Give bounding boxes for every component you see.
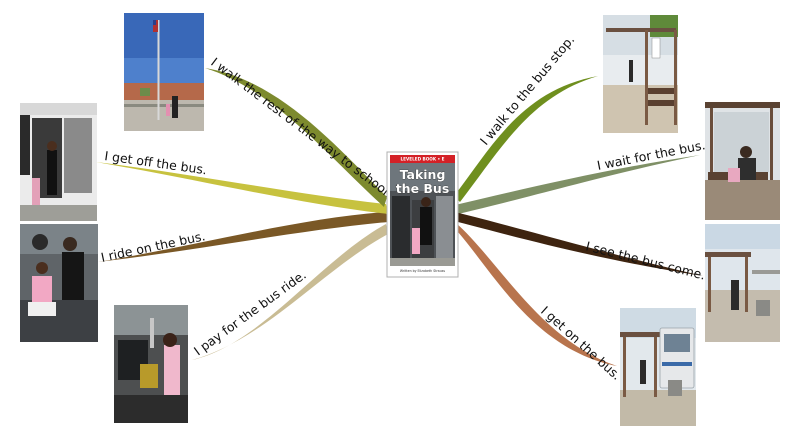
photo-get-off [20,103,97,221]
branch-label-see-bus: I see the bus come. [584,238,707,282]
branch-ribbon-pay [192,224,388,360]
branch-label-walk-to-school: I walk the rest of the way to school. [208,54,395,200]
book-cover: LEVELED BOOK • E Taking the Bus Written … [386,151,459,278]
photo-walk-to-school [124,13,204,131]
photo-see-bus [705,224,780,342]
book-author: Written by Elizabeth Strauss [400,269,446,273]
book-title-line1: Taking [400,167,446,182]
photo-wait [705,102,780,220]
book-title-line2: the Bus [396,181,450,196]
book-series-banner [390,155,455,163]
photo-ride [20,224,98,342]
branch-label-pay: I pay for the bus ride. [191,267,309,358]
branch-label-wait: I wait for the bus. [596,137,707,173]
photo-pay [114,305,188,423]
photo-walk-to-stop [603,15,678,133]
branch-ribbon-get-off [96,162,388,214]
branch-label-get-off: I get off the bus. [104,148,208,177]
branch-ribbon-walk-to-stop [454,76,598,202]
branch-ribbon-ride [98,212,388,262]
branch-label-get-on: I get on the bus. [538,303,624,383]
branch-ribbon-see-bus [455,212,703,276]
branch-ribbon-wait [455,155,700,214]
photo-get-on [620,308,696,426]
book-series-label: LEVELED BOOK • E [400,157,444,162]
